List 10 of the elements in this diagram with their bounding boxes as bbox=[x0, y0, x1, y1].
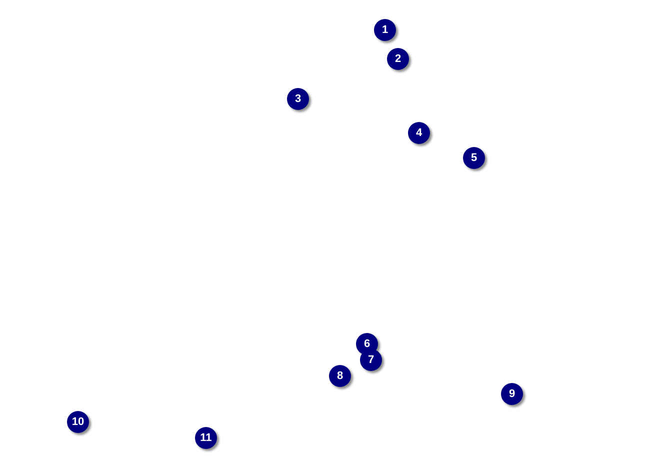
callout-number: 5 bbox=[463, 147, 485, 169]
callout-number: 3 bbox=[287, 88, 309, 110]
callout-number: 9 bbox=[501, 383, 523, 405]
callout-number: 11 bbox=[195, 427, 217, 449]
callout-number: 2 bbox=[387, 48, 409, 70]
callout-number: 1 bbox=[374, 19, 396, 41]
callout-number: 10 bbox=[67, 411, 89, 433]
callout-number: 8 bbox=[329, 365, 351, 387]
callout-number: 7 bbox=[360, 349, 382, 371]
callout-number: 4 bbox=[408, 122, 430, 144]
